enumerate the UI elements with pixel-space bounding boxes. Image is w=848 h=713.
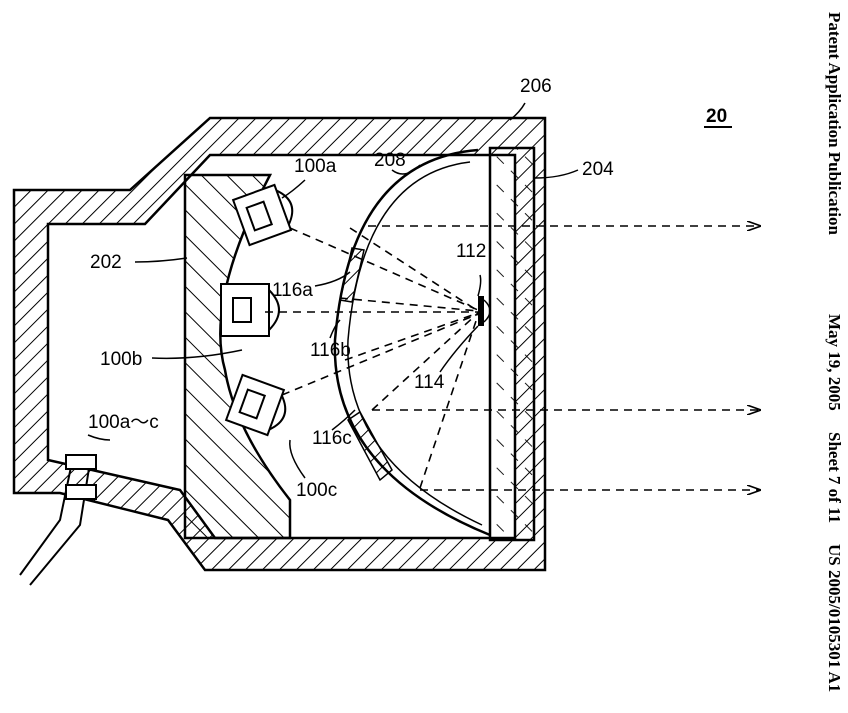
- label-100a: 100a: [294, 156, 337, 177]
- segment-116a: [339, 247, 365, 303]
- label-100b: 100b: [100, 349, 142, 370]
- label-206: 206: [520, 76, 552, 97]
- light-source-100a: [231, 183, 294, 247]
- header-number: US 2005/0105301 A1: [825, 544, 844, 692]
- focal-element-112: [478, 296, 484, 326]
- label-204: 204: [582, 159, 614, 180]
- label-100c: 100c: [296, 480, 337, 501]
- light-source-100b: [220, 283, 280, 337]
- label-116b: 116b: [310, 340, 351, 361]
- figure-ref-20: 20: [706, 106, 727, 127]
- label-208: 208: [374, 150, 406, 171]
- segment-116c: [347, 410, 393, 482]
- mount-202: [183, 173, 292, 540]
- leader-lines: [87, 102, 579, 479]
- label-114: 114: [414, 372, 445, 393]
- label-116a: 116a: [272, 280, 313, 301]
- label-116c: 116c: [312, 428, 352, 449]
- reflector-208: [333, 148, 491, 537]
- label-202: 202: [90, 252, 122, 273]
- cable: [19, 454, 97, 586]
- label-112: 112: [456, 241, 486, 262]
- light-guide-204: [488, 146, 536, 542]
- header-sheet: Sheet 7 of 11: [825, 432, 844, 523]
- label-100a-c: 100a～c: [88, 412, 159, 433]
- light-source-100c: [224, 373, 287, 437]
- header-publication: Patent Application Publication: [825, 12, 844, 235]
- header-date: May 19, 2005: [825, 314, 844, 411]
- patent-header: Patent Application Publication May 19, 2…: [825, 12, 844, 692]
- light-rays: [265, 226, 760, 490]
